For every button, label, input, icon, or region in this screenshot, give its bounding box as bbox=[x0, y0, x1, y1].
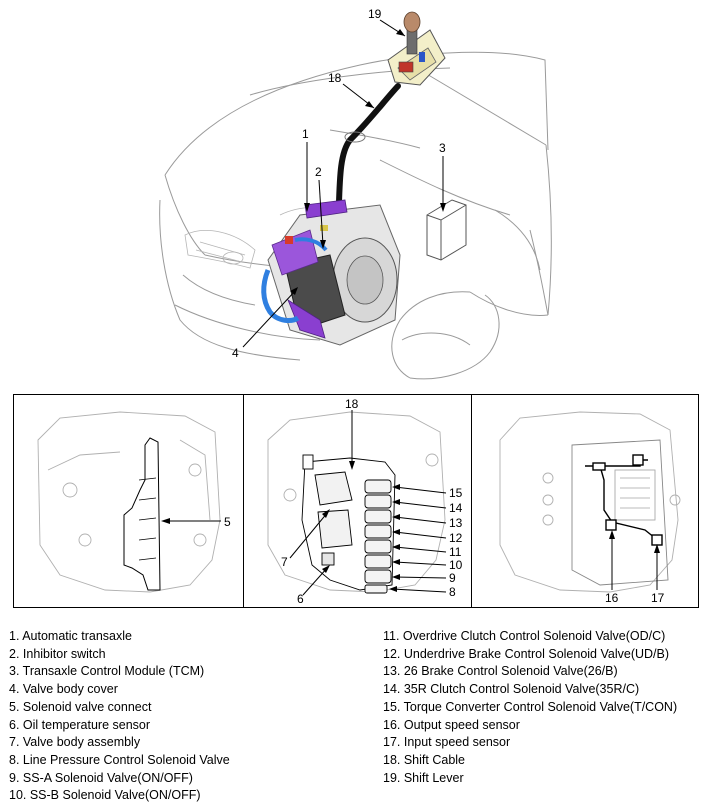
callout-9: 9 bbox=[449, 571, 456, 585]
callout-12: 12 bbox=[449, 531, 463, 545]
legend-item: 1. Automatic transaxle bbox=[9, 629, 132, 643]
legend-item: 10. SS-B Solenoid Valve(ON/OFF) bbox=[9, 788, 201, 803]
callout-8: 8 bbox=[449, 585, 456, 599]
automatic-transaxle bbox=[261, 199, 401, 346]
panel-frames bbox=[13, 394, 699, 608]
speed-sensor-harness bbox=[585, 454, 663, 546]
legend-item: 17. Input speed sensor bbox=[383, 735, 511, 750]
panel-1-transaxle bbox=[37, 411, 221, 593]
legend-item: 6. Oil temperature sensor bbox=[9, 717, 151, 732]
callout-14: 14 bbox=[449, 501, 463, 515]
top-leader-arrowheads bbox=[290, 29, 446, 295]
panel-3-arrowheads bbox=[609, 530, 660, 553]
legend-left-column: 1. Automatic transaxle 2. Inhibitor swit… bbox=[9, 628, 230, 805]
callout-11: 11 bbox=[449, 545, 462, 559]
legend-item: 11. Overdrive Clutch Control Solenoid Va… bbox=[383, 629, 666, 643]
panel-3-inner-case bbox=[571, 439, 669, 586]
panel-2-arrowheads bbox=[322, 461, 400, 592]
legend-item: 8. Line Pressure Control Solenoid Valve bbox=[9, 752, 230, 767]
legend-item: 16. Output speed sensor bbox=[383, 717, 520, 732]
legend-item: 18. Shift Cable bbox=[383, 752, 465, 767]
top-leader-lines bbox=[242, 19, 444, 348]
callout-18-panel: 18 bbox=[345, 397, 359, 411]
panel-2-leaders bbox=[289, 410, 447, 596]
legend-item: 13. 26 Brake Control Solenoid Valve(26/B… bbox=[383, 664, 618, 679]
legend-item: 3. Transaxle Control Module (TCM) bbox=[9, 664, 205, 679]
callout-1: 1 bbox=[302, 127, 309, 141]
callout-4: 4 bbox=[232, 346, 239, 360]
callout-13: 13 bbox=[449, 516, 463, 530]
callout-2: 2 bbox=[315, 165, 322, 179]
callout-7: 7 bbox=[281, 555, 288, 569]
panel-2-transaxle bbox=[267, 411, 446, 593]
callout-17: 17 bbox=[651, 591, 665, 605]
legend-item: 14. 35R Clutch Control Solenoid Valve(35… bbox=[383, 682, 640, 697]
panel-3-transaxle bbox=[499, 411, 681, 593]
legend-item: 12. Underdrive Brake Control Solenoid Va… bbox=[383, 646, 670, 661]
callout-5: 5 bbox=[224, 515, 231, 529]
shift-lever bbox=[387, 11, 446, 86]
legend-item: 15. Torque Converter Control Solenoid Va… bbox=[383, 699, 678, 714]
solenoid-stack bbox=[364, 479, 392, 594]
callout-3: 3 bbox=[439, 141, 446, 155]
tcm-module bbox=[426, 199, 467, 261]
legend-item: 9. SS-A Solenoid Valve(ON/OFF) bbox=[9, 770, 193, 785]
callout-10: 10 bbox=[449, 558, 463, 572]
callout-6: 6 bbox=[297, 592, 304, 606]
callout-15: 15 bbox=[449, 486, 463, 500]
vehicle-outline bbox=[159, 51, 552, 380]
callout-18-top: 18 bbox=[328, 71, 342, 85]
legend-item: 19. Shift Lever bbox=[383, 770, 464, 785]
callout-19: 19 bbox=[368, 7, 382, 21]
legend-item: 4. Valve body cover bbox=[9, 682, 118, 697]
legend-item: 5. Solenoid valve connect bbox=[9, 699, 152, 714]
legend-right-column: 11. Overdrive Clutch Control Solenoid Va… bbox=[383, 628, 677, 787]
panel-3-leaders bbox=[611, 533, 658, 590]
panel-1-connector bbox=[123, 437, 161, 591]
callout-16: 16 bbox=[605, 591, 619, 605]
legend-item: 7. Valve body assembly bbox=[9, 735, 141, 750]
legend-item: 2. Inhibitor switch bbox=[9, 646, 106, 661]
